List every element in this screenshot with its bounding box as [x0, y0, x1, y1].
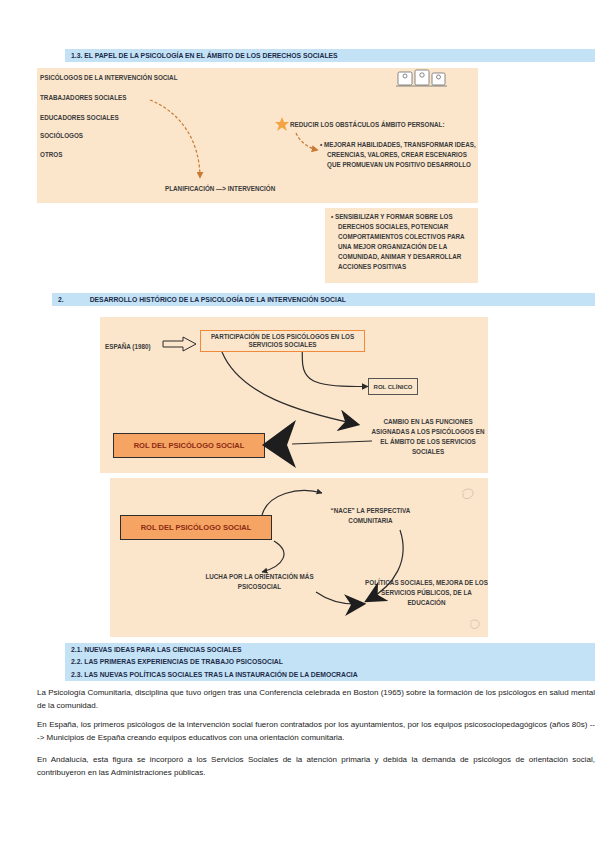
panel-text: SOCIÓLOGOS [40, 131, 83, 141]
band-heading: 2.2. LAS PRIMERAS EXPERIENCIAS DE TRABAJ… [71, 658, 283, 665]
highlight-box: ROL DEL PSICÓLOGO SOCIAL [113, 433, 265, 458]
subsection-band: 2.2. LAS PRIMERAS EXPERIENCIAS DE TRABAJ… [65, 656, 595, 669]
panel-text: LUCHA POR LA ORIENTACIÓN MÁS PSICOSOCIAL [202, 572, 317, 592]
band-heading: 1.3. EL PAPEL DE LA PSICOLOGÍA EN EL ÁMB… [71, 52, 338, 59]
beige-box: • SENSIBILIZAR Y FORMAR SOBRE LOS DERECH… [325, 208, 478, 283]
beige-panel: PSICÓLOGOS DE LA INTERVENCIÓN SOCIAL TRAB… [37, 68, 478, 203]
panel-text: POLÍTICAS SOCIALES, MEJORA DE LOS SERVIC… [365, 578, 488, 608]
paragraph: La Psicología Comunitaria, disciplina qu… [37, 687, 595, 712]
box-text: ROL CLÍNICO [374, 382, 413, 392]
band-heading: 2. [58, 296, 64, 303]
band-heading: DESARROLLO HISTÓRICO DE LA PSICOLOGÍA DE… [90, 296, 346, 303]
section-band: 2. DESARROLLO HISTÓRICO DE LA PSICOLOGÍA … [52, 293, 595, 306]
paragraph: En España, los primeros psicólogos de la… [37, 719, 595, 744]
panel-text: PSICÓLOGOS DE LA INTERVENCIÓN SOCIAL [40, 73, 178, 83]
outlined-box: ROL CLÍNICO [368, 378, 418, 395]
panel-text: • MEJORAR HABILIDADES, TRANSFORMAR IDEAS… [320, 140, 479, 170]
panel-text: CAMBIO EN LAS FUNCIONES ASIGNADAS A LOS … [368, 417, 488, 457]
panel-text: OTROS [40, 150, 62, 160]
subsection-band: 2.3. LAS NUEVAS POLÍTICAS SOCIALES TRAS … [65, 668, 595, 681]
panel-text: TRABAJADORES SOCIALES [40, 93, 126, 103]
subsection-band: 2.1. NUEVAS IDEAS PARA LAS CIENCIAS SOCI… [65, 643, 595, 656]
band-heading: 2.1. NUEVAS IDEAS PARA LAS CIENCIAS SOCI… [71, 646, 242, 653]
box-text: ROL DEL PSICÓLOGO SOCIAL [141, 523, 252, 533]
panel-text: “NACE” LA PERSPECTIVA COMUNITARIA [318, 506, 423, 526]
box-text: • SENSIBILIZAR Y FORMAR SOBRE LOS DERECH… [331, 212, 474, 272]
highlight-box: ROL DEL PSICÓLOGO SOCIAL [120, 515, 272, 540]
section-band: 1.3. EL PAPEL DE LA PSICOLOGÍA EN EL ÁMB… [65, 49, 595, 62]
paragraph: En Andalucía, esta figura se incorporó a… [37, 754, 595, 779]
beige-panel: “NACE” LA PERSPECTIVA COMUNITARIA LUCHA P… [110, 478, 488, 637]
panel-text: REDUCIR LOS OBSTÁCULOS ÁMBITO PERSONAL: [290, 120, 445, 130]
outlined-box: PARTICIPACIÓN DE LOS PSICÓLOGOS EN LOS S… [200, 330, 365, 352]
box-text: PARTICIPACIÓN DE LOS PSICÓLOGOS EN LOS S… [205, 333, 360, 349]
panel-text: PLANIFICACIÓN —> INTERVENCIÓN [165, 184, 275, 194]
box-text: ROL DEL PSICÓLOGO SOCIAL [134, 441, 245, 451]
band-heading: 2.3. LAS NUEVAS POLÍTICAS SOCIALES TRAS … [71, 671, 358, 678]
beige-panel: ESPAÑA (1980) CAMBIO EN LAS FUNCIONES ASI… [100, 317, 488, 473]
panel-text: EDUCADORES SOCIALES [40, 113, 119, 123]
panel-text: ESPAÑA (1980) [105, 342, 151, 352]
